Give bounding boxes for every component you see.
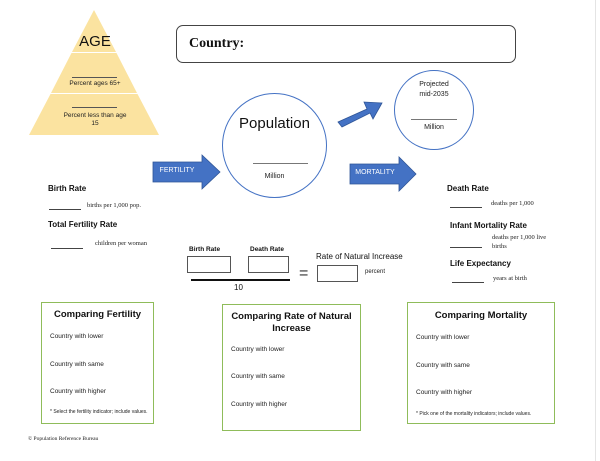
life-exp-unit: years at birth — [493, 275, 527, 282]
rni-label: Rate of Natural Increase — [316, 252, 403, 261]
eq-death-rate-input[interactable] — [248, 256, 289, 273]
pct-under15-blank[interactable] — [72, 107, 117, 108]
eq-divisor: 10 — [234, 283, 243, 292]
mortality-arrow-label: MORTALITY — [355, 169, 395, 176]
compare-fertility-lower[interactable]: Country with lower — [50, 333, 104, 340]
compare-fertility-note: * Select the fertility indicator; includ… — [50, 409, 148, 415]
compare-fertility-title: Comparing Fertility — [53, 309, 142, 320]
fertility-arrow-label: FERTILITY — [159, 167, 195, 174]
compare-rni-higher[interactable]: Country with higher — [231, 401, 287, 408]
projected-blank[interactable] — [411, 119, 457, 120]
birth-rate-unit: births per 1,000 pop. — [87, 202, 141, 209]
pct-under15-label: Percent less than age 15 — [63, 112, 127, 127]
pyramid-bottom-tier — [29, 94, 159, 135]
country-label: Country: — [189, 36, 245, 51]
copyright-footer: © Population Reference Bureau — [28, 436, 99, 442]
eq-equals-sign: = — [299, 265, 309, 282]
compare-mortality-note: * Pick one of the mortality indicators; … — [416, 411, 532, 417]
compare-mortality-higher[interactable]: Country with higher — [416, 389, 472, 396]
pyramid-middle-tier — [51, 53, 137, 93]
compare-mortality-box: Comparing Mortality Country with lower C… — [407, 302, 555, 424]
tfr-unit: children per woman — [95, 240, 147, 247]
age-pyramid — [29, 10, 159, 135]
population-circle — [222, 93, 327, 198]
birth-rate-blank[interactable] — [49, 209, 81, 210]
compare-rni-lower[interactable]: Country with lower — [231, 346, 285, 353]
compare-fertility-same[interactable]: Country with same — [50, 361, 104, 368]
tfr-blank[interactable] — [51, 248, 83, 249]
eq-death-rate-label: Death Rate — [250, 246, 284, 253]
compare-mortality-lower[interactable]: Country with lower — [416, 334, 470, 341]
imr-blank[interactable] — [450, 247, 482, 248]
imr-unit-line1: deaths per 1,000 live — [492, 234, 547, 241]
mortality-arrow-icon — [349, 156, 417, 192]
compare-rni-title-line2: Increase — [272, 323, 311, 334]
rni-input[interactable] — [317, 265, 358, 282]
population-blank[interactable] — [253, 163, 308, 164]
death-rate-unit: deaths per 1,000 — [491, 200, 534, 207]
tfr-heading: Total Fertility Rate — [48, 220, 118, 229]
compare-fertility-higher[interactable]: Country with higher — [50, 388, 106, 395]
eq-birth-rate-input[interactable] — [187, 256, 231, 273]
rni-unit: percent — [365, 269, 386, 275]
compare-mortality-same[interactable]: Country with same — [416, 362, 470, 369]
pct-65-blank[interactable] — [72, 77, 117, 78]
imr-heading: Infant Mortality Rate — [450, 221, 527, 230]
fertility-arrow-icon — [152, 154, 221, 190]
birth-rate-heading: Birth Rate — [48, 184, 87, 193]
projected-unit: Million — [424, 124, 444, 131]
death-rate-heading: Death Rate — [447, 184, 489, 193]
country-field[interactable]: Country: — [176, 25, 516, 63]
compare-rni-title-line1: Comparing Rate of Natural — [231, 311, 352, 322]
page-edge-divider — [595, 0, 596, 461]
compare-rni-box: Comparing Rate of Natural Increase Count… — [222, 304, 361, 431]
fraction-bar — [191, 279, 290, 281]
projected-title-line1: Projected — [419, 81, 449, 88]
life-exp-heading: Life Expectancy — [450, 259, 511, 268]
compare-fertility-box: Comparing Fertility Country with lower C… — [41, 302, 154, 424]
pyramid-top-tier — [72, 10, 116, 52]
projected-circle — [394, 70, 474, 150]
life-exp-blank[interactable] — [452, 282, 484, 283]
eq-birth-rate-label: Birth Rate — [189, 246, 221, 253]
imr-unit-line2: births — [492, 243, 507, 250]
growth-arrow-icon — [337, 101, 383, 128]
population-unit: Million — [264, 173, 285, 180]
pyramid-title: AGE — [79, 33, 111, 50]
pct-65-label: Percent ages 65+ — [69, 80, 121, 87]
compare-mortality-title: Comparing Mortality — [434, 310, 528, 321]
population-title: Population — [239, 115, 310, 132]
death-rate-blank[interactable] — [450, 207, 482, 208]
projected-title-line2: mid-2035 — [419, 91, 449, 98]
compare-rni-same[interactable]: Country with same — [231, 373, 285, 380]
